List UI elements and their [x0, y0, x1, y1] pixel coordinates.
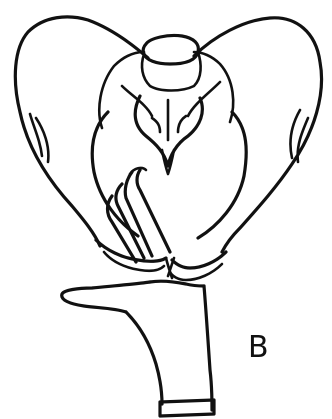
vertebral-body-lower	[142, 52, 201, 91]
sacral-foramina	[152, 100, 186, 140]
vertebral-body	[143, 35, 198, 64]
panel-label: B	[248, 328, 288, 368]
cuff	[160, 400, 214, 416]
forearm-right-edge	[204, 286, 212, 410]
left-iliac-notch	[99, 52, 144, 128]
finger-2	[137, 170, 170, 252]
right-pubic-ramus	[172, 252, 226, 268]
forearm-left-edge	[126, 312, 162, 404]
thumb	[62, 282, 150, 312]
palm-top	[150, 281, 204, 286]
